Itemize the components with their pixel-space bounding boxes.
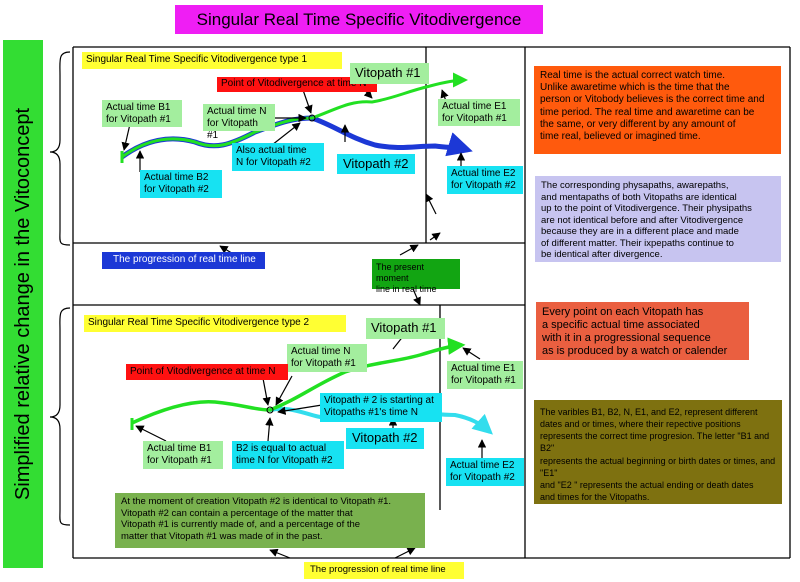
bottom-e1-line1: Actual time E1 <box>451 363 516 374</box>
bottom-vitopath1-label: Vitopath #1 <box>366 318 445 339</box>
top-b1-line2: for Vitopath #1 <box>106 114 171 125</box>
top-e1-line1: Actual time E1 <box>442 101 507 112</box>
physapaths-line6: of different matter. Their ixpepaths con… <box>541 237 734 249</box>
top-e2-line2: for Vitopath #2 <box>451 180 516 191</box>
top-divergence-label: Point of Vitodivergence at time N <box>217 77 377 92</box>
note-real-time: Real time is the actual correct watch ti… <box>534 66 781 154</box>
bottom-divergence-label: Point of Vitodivergence at time N <box>126 364 288 380</box>
top-b2-line2: for Vitopath #2 <box>144 184 209 195</box>
bottom-panel-header: Singular Real Time Specific Vitodivergen… <box>84 315 346 332</box>
note-every-point: Every point on each Vitopath has a speci… <box>536 302 749 360</box>
physapaths-line5: because they are in a different place an… <box>541 226 739 238</box>
creation-line3: Vitopath #1 is currently made of, and a … <box>121 519 361 531</box>
bottom-b1-line1: Actual time B1 <box>147 443 212 454</box>
bottom-e1-label: Actual time E1 for Vitopath #1 <box>447 361 523 389</box>
top-n1-label: Actual time N for Vitopath #1 <box>203 104 275 141</box>
page-title: Singular Real Time Specific Vitodivergen… <box>175 5 543 34</box>
real-time-line4: time period. The real time and awaretime… <box>540 106 755 118</box>
variables-line2: dates and or times, where their repectiv… <box>540 419 741 430</box>
vitopath-1-curve-top <box>121 72 468 159</box>
top-b2-line1: Actual time B2 <box>144 172 209 183</box>
bottom-start2-line2: Vitopaths #1's time N <box>324 407 418 418</box>
top-n2-line2: N for Vitopath #2 <box>236 157 311 168</box>
top-timeline-label: The progression of real time line <box>107 252 265 269</box>
bottom-b1-line2: for Vitopath #1 <box>147 455 212 466</box>
every-point-line1: Every point on each Vitopath has <box>542 306 704 318</box>
real-time-line6: time real, believed or imagined time. <box>540 130 701 142</box>
brace-bottom <box>49 307 71 526</box>
physapaths-line1: The corresponding physapaths, awarepaths… <box>541 180 729 191</box>
divergence-point-top <box>308 114 316 122</box>
top-n2-label: Also actual time N for Vitopath #2 <box>232 143 324 171</box>
bottom-b2eq-line1: B2 is equal to actual <box>236 443 327 454</box>
top-e1-line2: for Vitopath #1 <box>442 113 507 124</box>
divergence-point-bottom <box>266 406 274 414</box>
creation-line4: matter that Vitopath #1 was made of in t… <box>121 530 323 542</box>
top-b1-line1: Actual time B1 <box>106 102 171 113</box>
top-b1-label: Actual time B1 for Vitopath #1 <box>102 100 182 127</box>
panel-borders <box>72 46 791 559</box>
note-variables: The varibles B1, B2, N, E1, and E2, repr… <box>534 400 782 504</box>
physapaths-line3: up to the point of Vitodivergence. Their… <box>541 203 752 215</box>
present-moment-line1: The present moment <box>376 262 425 283</box>
top-vitopath2-label: Vitopath #2 <box>337 154 415 174</box>
present-moment-line2: line in real time <box>376 283 437 294</box>
bottom-b2eq-label: B2 is equal to actual time N for Vitopat… <box>232 441 344 469</box>
variables-line6: and times for the Vitopaths. <box>540 491 650 502</box>
bottom-e2-label: Actual time E2 for Vitopath #2 <box>446 458 524 486</box>
bottom-start2-line1: Vitopath # 2 is starting at <box>324 395 434 406</box>
bottom-creation-note: At the moment of creation Vitopath #2 is… <box>115 493 425 548</box>
real-time-line5: the same, or very different by any amoun… <box>540 118 736 130</box>
physapaths-line4: are not identical before and after Vitod… <box>541 214 744 226</box>
bottom-e2-line1: Actual time E2 <box>450 460 515 471</box>
brace-top <box>49 51 71 246</box>
physapaths-line7: be identical after divergence. <box>541 249 663 261</box>
physapaths-line2: and mentapaths of both Vitopaths are ide… <box>541 191 737 203</box>
top-e2-label: Actual time E2 for Vitopath #2 <box>447 166 523 194</box>
side-label-box: Simplified relative change in the Vitoco… <box>3 40 43 568</box>
bottom-b1-label: Actual time B1 for Vitopath #1 <box>143 441 223 469</box>
real-time-line1: Real time is the actual correct watch ti… <box>540 70 726 81</box>
present-moment-label: The present moment line in real time <box>372 259 460 294</box>
variables-line5: and "E2 " represents the actual ending o… <box>540 479 754 490</box>
bottom-start2-label: Vitopath # 2 is starting at Vitopaths #1… <box>320 393 442 422</box>
vitopath-1-curve-bottom <box>131 337 466 425</box>
top-n2-line1: Also actual time <box>236 145 307 156</box>
variables-line1: The varibles B1, B2, N, E1, and E2, repr… <box>540 407 758 417</box>
top-e1-label: Actual time E1 for Vitopath #1 <box>438 99 520 126</box>
bottom-n1-line2: for Vitopath #1 <box>291 358 356 369</box>
real-time-line3: person or Vitobody believes is the corre… <box>540 94 765 106</box>
creation-line2: Vitopath #2 can contain a percentage of … <box>121 507 353 519</box>
top-b2-label: Actual time B2 for Vitopath #2 <box>140 170 222 198</box>
every-point-line3: with it in a progressional sequence <box>542 331 711 344</box>
bottom-n1-line1: Actual time N <box>291 346 351 357</box>
top-n1-line1: Actual time N <box>207 106 267 117</box>
variables-line3: represents the correct time progresion. … <box>540 431 770 454</box>
real-time-line2: Unlike awaretime which is the time that … <box>540 82 730 94</box>
top-vitopath1-label: Vitopath #1 <box>350 63 429 84</box>
every-point-line4: as is produced by a watch or calender <box>542 344 728 357</box>
bottom-b2eq-line2: time N for Vitopath #2 <box>236 455 333 466</box>
creation-line1: At the moment of creation Vitopath #2 is… <box>121 496 392 507</box>
top-n1-line2: for Vitopath #1 <box>207 118 258 141</box>
side-label: Simplified relative change in the Vitoco… <box>12 107 34 501</box>
top-e2-line1: Actual time E2 <box>451 168 516 179</box>
variables-line4: represents the actual beginning or birth… <box>540 455 776 478</box>
every-point-line2: a specific actual time associated <box>542 318 700 331</box>
bottom-vitopath2-label: Vitopath #2 <box>346 428 424 449</box>
top-panel-header: Singular Real Time Specific Vitodivergen… <box>82 52 342 69</box>
bottom-n1-label: Actual time N for Vitopath #1 <box>287 344 367 372</box>
note-physapaths: The corresponding physapaths, awarepaths… <box>535 176 781 262</box>
bottom-e1-line2: for Vitopath #1 <box>451 375 516 386</box>
bottom-e2-line2: for Vitopath #2 <box>450 472 515 483</box>
bottom-timeline-label: The progression of real time line <box>304 562 464 579</box>
